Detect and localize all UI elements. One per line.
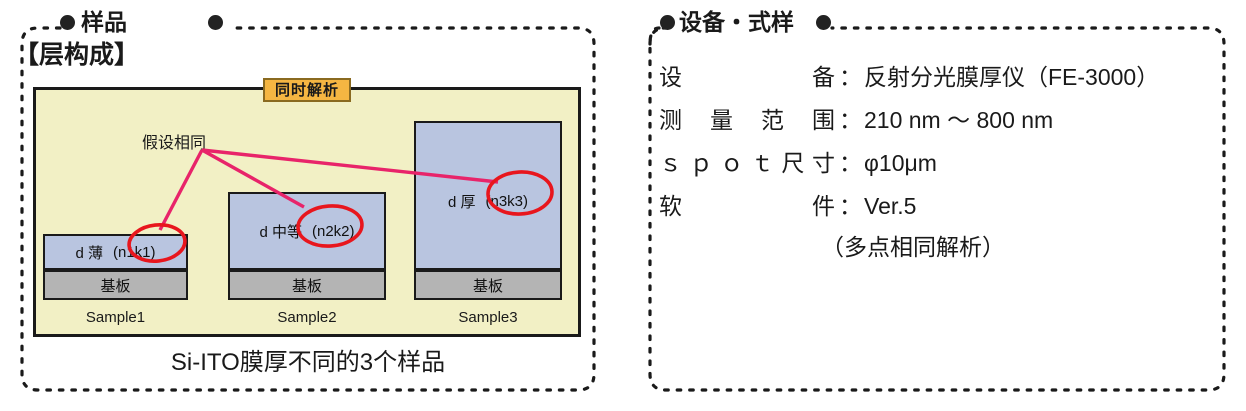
- film-nk-label-2: (n2k2): [311, 222, 355, 240]
- film-thickness-label-3: d 厚: [447, 194, 476, 211]
- spec-value-equipment: 反射分光膜厚仪（FE-3000）: [864, 64, 1160, 90]
- equipment-title-bullet-left: [660, 15, 675, 30]
- sample-stack-3: d 厚 (n3k3) 基板 Sample3: [414, 121, 562, 326]
- film-layer-1: d 薄 (n1k1): [43, 234, 188, 270]
- spec-label-spot: ｓｐｏｔ尺寸: [659, 150, 835, 176]
- spec-colon-software: ：: [839, 193, 862, 219]
- film-layer-2-text: d 中等 (n2k2): [259, 221, 354, 242]
- substrate-label-2: 基板: [291, 277, 322, 295]
- film-thickness-label-2: d 中等: [259, 223, 302, 241]
- sample-name-1: Sample1: [85, 309, 146, 326]
- spec-row-range: 测量范围 ： 210 nm ～ 800 nm: [659, 109, 1053, 132]
- film-nk-label-1: (n1k1): [112, 243, 156, 261]
- spec-value-spot: φ10μm: [864, 150, 937, 176]
- spec-row-equipment: 设备 ： 反射分光膜厚仪（FE-3000）: [659, 66, 1159, 89]
- spec-colon-equipment: ：: [839, 64, 862, 90]
- spec-label-range: 测量范围: [659, 107, 835, 133]
- title-bullet-left: [60, 15, 75, 30]
- film-nk-label-3: (n3k3): [485, 193, 529, 210]
- substrate-label-3: 基板: [472, 277, 503, 295]
- substrate-layer-3: 基板: [414, 270, 562, 300]
- spec-label-software: 软件: [659, 193, 835, 219]
- spec-row-spot: ｓｐｏｔ尺寸 ： φ10μm: [659, 152, 937, 175]
- layer-structure-subtitle: 【层构成】: [14, 41, 140, 69]
- film-layer-3-text: d 厚 (n3k3): [416, 191, 560, 212]
- sample-panel-caption: Si-ITO膜厚不同的3个样品: [170, 349, 446, 376]
- substrate-layer-2: 基板: [228, 270, 386, 300]
- sample-stack-2: d 中等 (n2k2) 基板 Sample2: [228, 192, 386, 326]
- sample-panel: 样品 【层构成】 同时解析 假设相同 d 薄 (n1k1) 基板 Sample1…: [8, 9, 608, 398]
- spec-colon-range: ：: [839, 107, 862, 133]
- equipment-panel-title: 设备・式样: [679, 9, 794, 35]
- substrate-label-1: 基板: [100, 277, 131, 295]
- spec-value-range: 210 nm ～ 800 nm: [864, 107, 1054, 133]
- spec-colon-spot: ：: [839, 150, 862, 176]
- equipment-title-bullet-right: [816, 15, 831, 30]
- equipment-panel: 设备・式样 设备 ： 反射分光膜厚仪（FE-3000） 测量范围 ： 210 n…: [636, 9, 1238, 398]
- spec-row-software: 软件 ： Ver.5: [659, 195, 916, 218]
- spec-value-software: Ver.5: [864, 193, 917, 219]
- film-layer-2: d 中等 (n2k2): [228, 192, 386, 270]
- assume-same-label: 假设相同: [142, 135, 207, 152]
- simultaneous-analysis-badge: 同时解析: [263, 78, 351, 102]
- spec-software-note: （多点相同解析）: [821, 234, 1005, 260]
- substrate-layer-1: 基板: [43, 270, 188, 300]
- sample-name-3: Sample3: [458, 309, 518, 326]
- sample-stack-1: d 薄 (n1k1) 基板 Sample1: [43, 222, 188, 326]
- film-layer-3: d 厚 (n3k3): [414, 121, 562, 270]
- spec-label-equipment: 设备: [659, 64, 835, 90]
- sample-name-2: Sample2: [277, 309, 337, 326]
- title-bullet-right: [208, 15, 223, 30]
- sample-panel-title: 样品: [81, 9, 127, 35]
- film-thickness-label-1: d 薄: [75, 244, 103, 262]
- film-layer-1-text: d 薄 (n1k1): [75, 242, 155, 263]
